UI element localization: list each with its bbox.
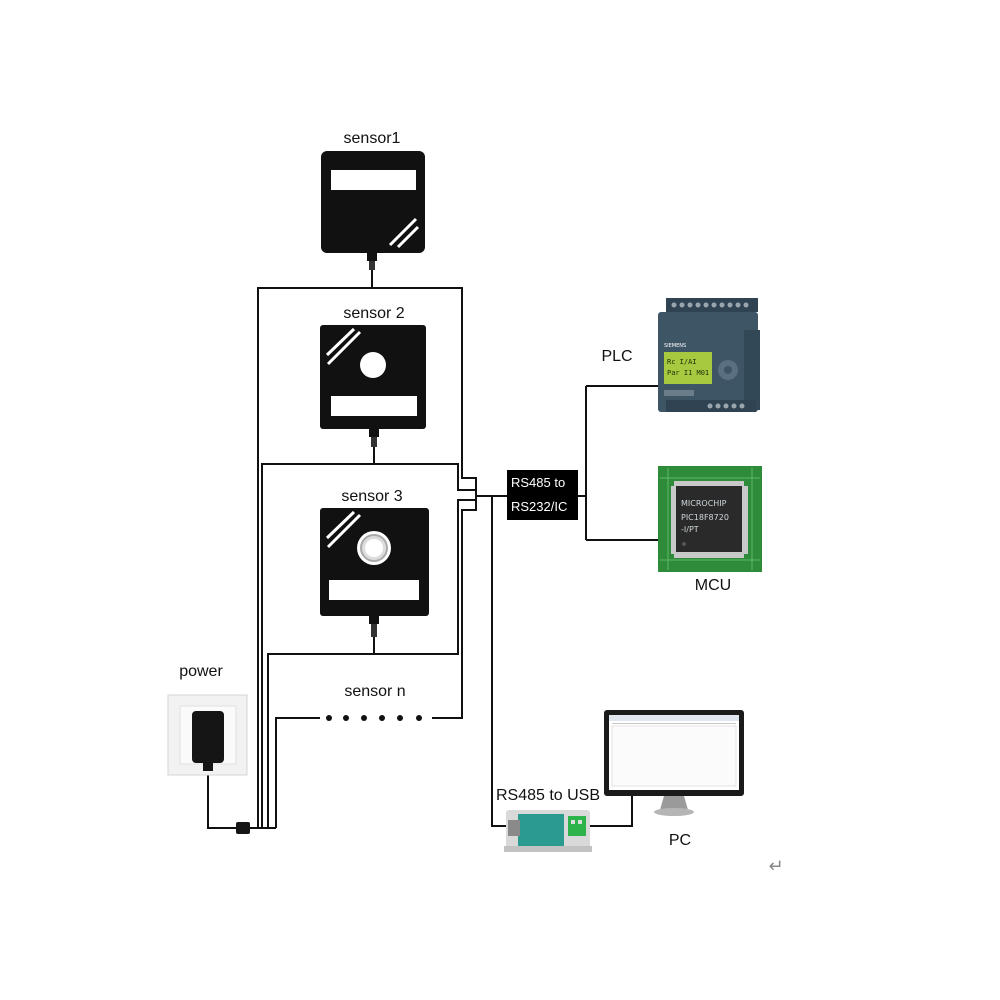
wire-sensor1-right	[372, 287, 477, 496]
converter-line1: RS485 to	[511, 475, 565, 490]
mcu-part: PIC18F8720	[681, 513, 729, 522]
svg-text:Par I1 M01: Par I1 M01	[667, 369, 709, 377]
mcu-label: MCU	[695, 577, 731, 594]
sensor3-label: sensor 3	[341, 488, 402, 505]
wire-sensor2-right	[374, 463, 476, 491]
sensor1-gloss	[388, 217, 418, 247]
wire-power	[207, 770, 238, 829]
sensor2-label: sensor 2	[343, 305, 404, 322]
svg-text:-I/PT: -I/PT	[681, 525, 699, 534]
usb-port	[508, 820, 520, 836]
sensor1-connector	[367, 253, 377, 261]
plc-device: PLC SIEMENS Rc I/AI Par I1 M01	[601, 298, 760, 412]
sensor1-device: sensor1	[321, 130, 425, 270]
return-arrow-icon: ↵	[768, 856, 783, 877]
wire-sensorn-bus	[275, 717, 320, 828]
dc-jack	[236, 822, 250, 834]
power-adapter: power	[167, 663, 250, 834]
sensor2-device: sensor 2	[320, 305, 426, 447]
sensor1-display	[331, 170, 416, 190]
ellipsis-dots	[326, 715, 422, 721]
sensor3-display	[329, 580, 419, 600]
sensor2-gloss	[325, 327, 356, 357]
wire-sensor1-bus	[257, 270, 373, 828]
sensor2-connector	[371, 437, 377, 447]
monitor-stand	[660, 796, 688, 810]
converter-box	[507, 470, 578, 520]
sensor1-label: sensor1	[344, 130, 401, 147]
plc-lcd	[664, 352, 712, 384]
sensor3-device: sensor 3	[320, 488, 429, 637]
pc-label: PC	[669, 832, 691, 849]
sensor2-probe	[360, 352, 386, 378]
svg-text:Rc I/AI: Rc I/AI	[667, 358, 697, 366]
mcu-brand: MICROCHIP	[681, 499, 727, 508]
wire-sensor3-bus	[267, 637, 375, 828]
bus-wires	[207, 270, 666, 829]
usb-module-label-panel	[518, 814, 564, 846]
rs485-usb-module: RS485 to USB	[496, 787, 600, 852]
wire-to-usb	[491, 496, 506, 827]
sensorn-label: sensor n	[344, 683, 405, 700]
pc-monitor: PC	[604, 710, 744, 849]
mcu-device: MICROCHIP PIC18F8720 -I/PT MCU	[658, 466, 762, 594]
converter-line2: RS232/IC	[511, 499, 567, 514]
power-label: power	[179, 663, 223, 680]
sensor2-display	[331, 396, 417, 416]
plc-brand: SIEMENS	[664, 343, 686, 349]
wire-sensor3-right	[374, 499, 476, 655]
rs485-usb-label: RS485 to USB	[496, 787, 600, 804]
sensor3-connector	[371, 624, 377, 637]
power-plug-icon	[192, 711, 224, 763]
wire-sensorn-right	[432, 496, 477, 719]
wire-usb-to-pc	[590, 790, 633, 827]
mcu-chip	[676, 486, 742, 552]
sensorn-group: sensor n	[326, 683, 422, 721]
sensor3-gloss	[325, 510, 356, 540]
plc-label: PLC	[601, 348, 632, 365]
wire-sensor2-bus	[261, 447, 375, 828]
rs485-converter: RS485 to RS232/IC	[507, 470, 578, 520]
terminal-block	[568, 816, 586, 836]
